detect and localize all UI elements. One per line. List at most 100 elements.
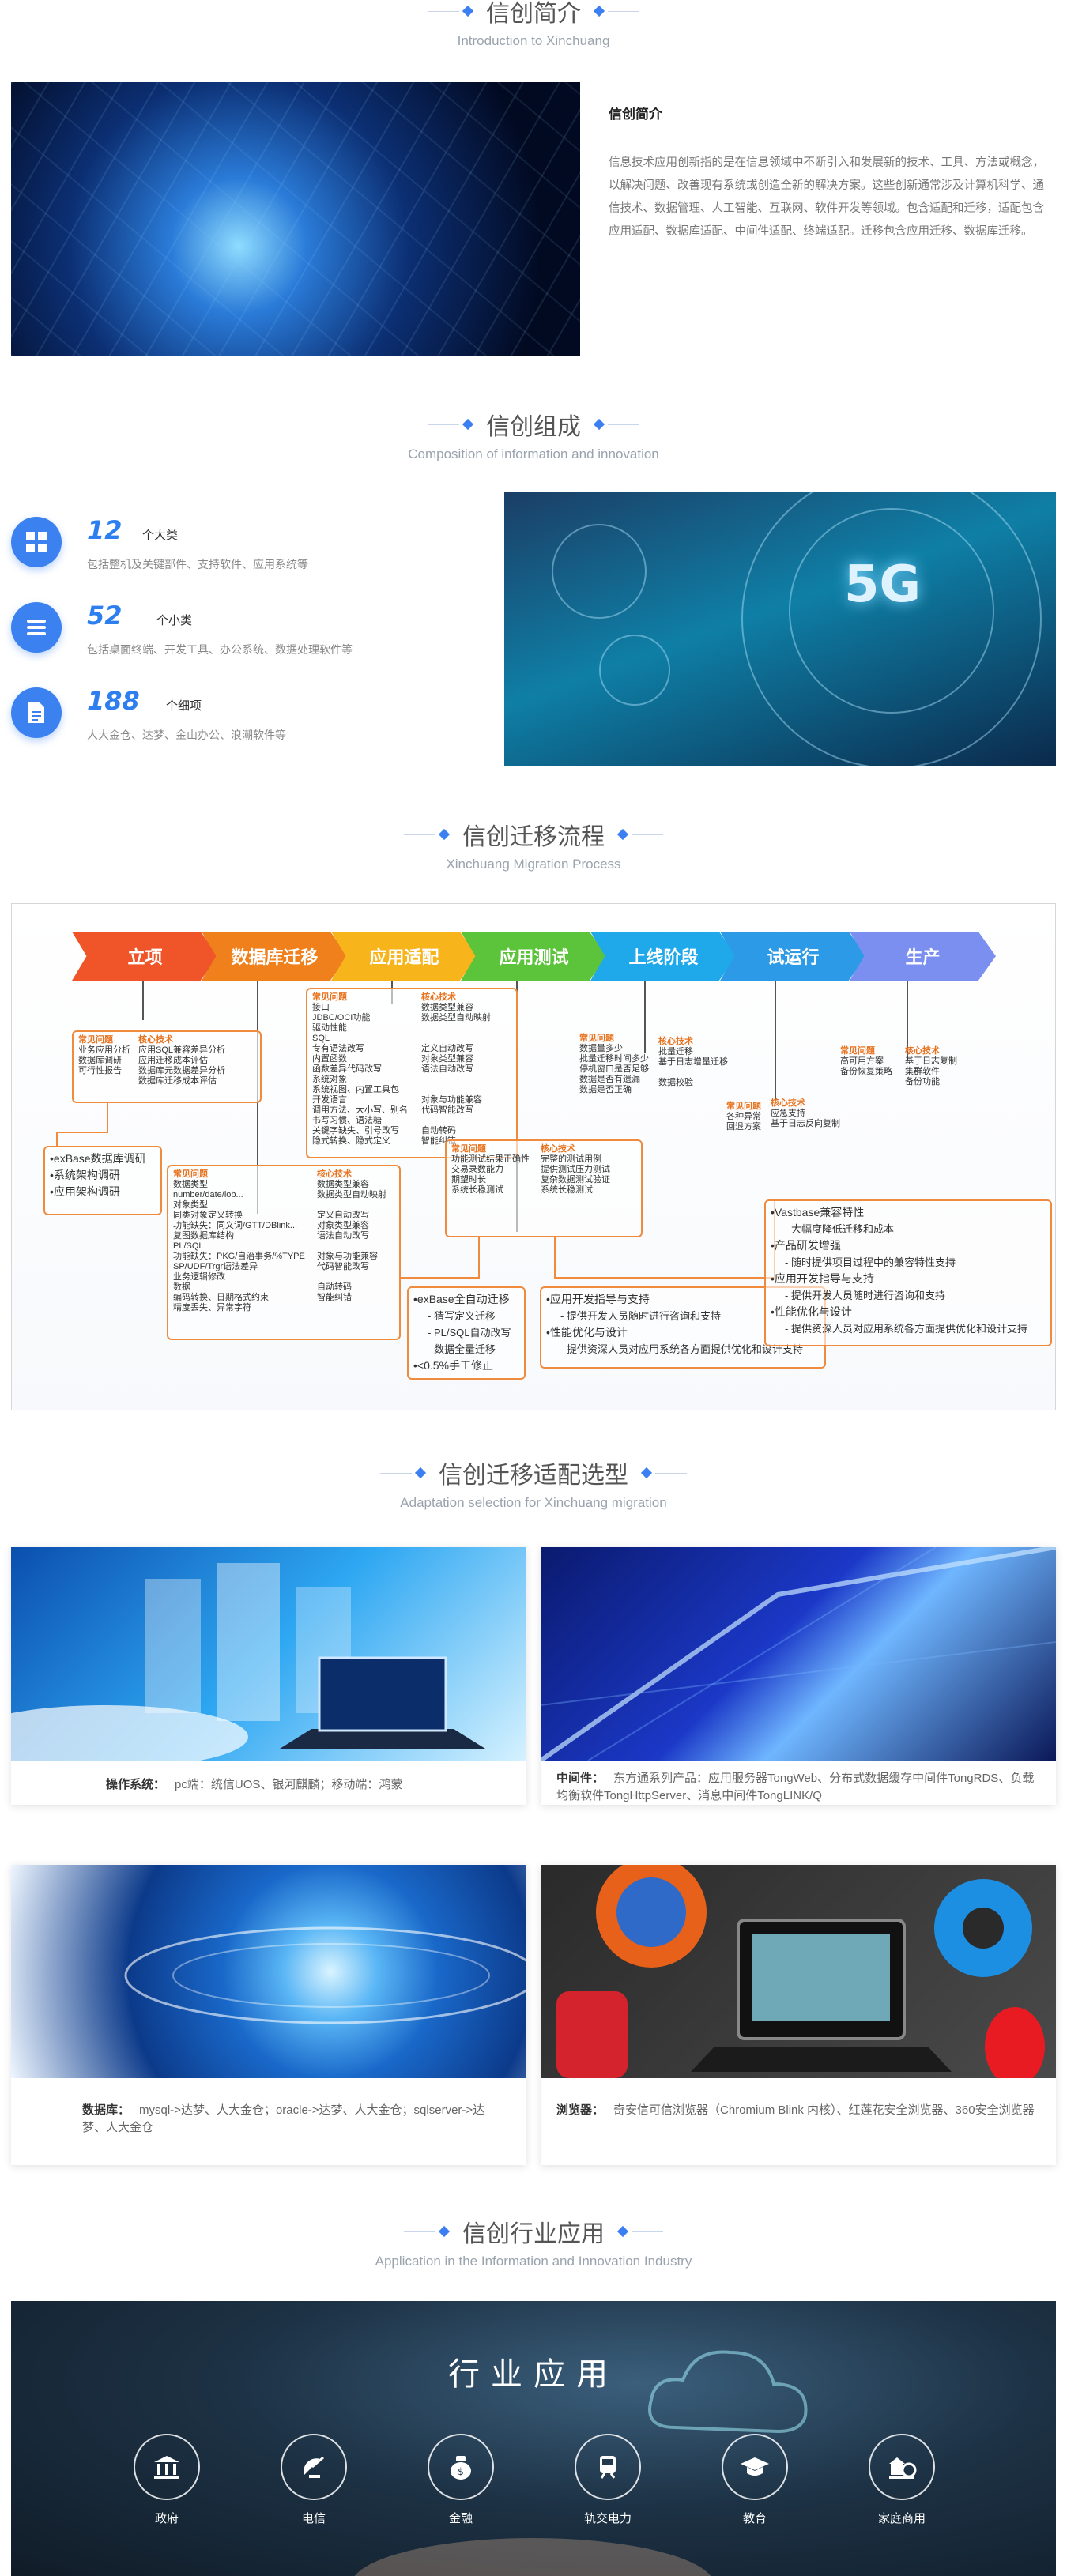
section-title-intro: 信创简介 Introduction to Xinchuang bbox=[0, 0, 1067, 49]
section-title-industry: 信创行业应用 Application in the Information an… bbox=[0, 2214, 1067, 2269]
core-tech-line: 基于日志反向复制 bbox=[771, 1119, 840, 1128]
question-line: 停机窗口是否足够 bbox=[579, 1064, 649, 1074]
process-vastbase-box: •Vastbase兼容特性 - 大幅度降低迁移和成本 •产品研发增强 - 随时提… bbox=[764, 1199, 1052, 1346]
core-tech-line: 自动转码 bbox=[317, 1282, 352, 1292]
question-line: 函数差异代码改写 bbox=[312, 1064, 382, 1074]
question-line: 可行性报告 bbox=[78, 1066, 122, 1075]
core-tech-line: 定义自动改写 bbox=[317, 1211, 369, 1220]
section-title-zh: 信创行业应用 bbox=[462, 2221, 605, 2247]
question-line: 系统视图、内置工具包 bbox=[312, 1085, 399, 1094]
vastbase-item: •应用开发指导与支持 bbox=[771, 1272, 874, 1285]
selection-card-browser: 浏览器：奇安信可信浏览器（Chromium Blink 内核）、红莲花安全浏览器… bbox=[541, 1865, 1056, 2165]
vastbase-item: - 随时提供项目过程中的兼容特性支持 bbox=[785, 1256, 956, 1268]
question-line: 书写习惯、语法糖 bbox=[312, 1116, 382, 1125]
section-title-en: Composition of information and innovatio… bbox=[408, 446, 659, 461]
selection-value: pc端：统信UOS、银河麒麟；移动端：鸿蒙 bbox=[175, 1778, 403, 1791]
industry-item-education[interactable]: 教育 bbox=[715, 2434, 794, 2526]
support-item: - 提供资深人员对应用系统各方面提供优化和设计支持 bbox=[560, 1343, 803, 1355]
core-tech-line: 完整的测试用例 bbox=[541, 1154, 601, 1164]
question-title: 常见问题 bbox=[726, 1102, 761, 1111]
research-item: •系统架构调研 bbox=[50, 1169, 120, 1181]
industry-title: 行业应用 bbox=[448, 2357, 619, 2392]
question-line: 高可用方案 bbox=[840, 1056, 884, 1066]
exbase-item: - 猜写定义迁移 bbox=[428, 1310, 496, 1322]
intro-heading: 信创简介 bbox=[609, 107, 662, 122]
section-title-zh: 信创迁移适配选型 bbox=[439, 1463, 628, 1489]
selection-value: 东方通系列产品：应用服务器TongWeb、分布式数据缓存中间件TongRDS、负… bbox=[556, 1772, 1035, 1802]
question-line: 系统对象 bbox=[312, 1075, 347, 1084]
core-tech-line: 应用SQL兼容差异分析 bbox=[138, 1045, 226, 1055]
composition-unit: 个细项 bbox=[166, 699, 202, 713]
question-line: 数据是否正确 bbox=[579, 1085, 632, 1094]
composition-number: 12 bbox=[87, 515, 123, 545]
question-line: 专有语法改写 bbox=[312, 1044, 364, 1053]
question-line: 期望时长 bbox=[451, 1175, 486, 1184]
process-research-box: •exBase数据库调研 •系统架构调研 •应用架构调研 bbox=[43, 1146, 162, 1215]
stage-production: 生产 bbox=[850, 932, 996, 981]
composition-item-categories: 12 个大类 包括整机及关键部件、支持软件、应用系统等 bbox=[11, 515, 485, 586]
industry-label: 金融 bbox=[448, 2512, 473, 2525]
migration-process-diagram: 立项 数据库迁移 应用适配 应用测试 上线阶段 试运行 生产 常见问题 业务应用… bbox=[11, 903, 1056, 1410]
industry-banner: 行业应用 政府 电信 $ 金融 轨交电力 教育 家庭商用 bbox=[11, 2301, 1056, 2576]
question-title: 常见问题 bbox=[840, 1046, 875, 1056]
industry-item-finance[interactable]: $ 金融 bbox=[421, 2434, 500, 2526]
question-line: 各种异常 bbox=[726, 1112, 761, 1121]
core-tech-line: 定义自动改写 bbox=[421, 1044, 473, 1053]
stage-app-adaptation: 应用适配 bbox=[331, 932, 477, 981]
question-line: JDBC/OCI功能 bbox=[312, 1013, 371, 1022]
core-tech-line: 基于日志复制 bbox=[905, 1056, 957, 1066]
industry-label: 教育 bbox=[742, 2512, 767, 2525]
vastbase-item: •性能优化与设计 bbox=[771, 1305, 852, 1318]
industry-item-telecom[interactable]: 电信 bbox=[274, 2434, 353, 2526]
composition-desc: 包括桌面终端、开发工具、办公系统、数据处理软件等 bbox=[87, 643, 353, 656]
section-title-zh: 信创组成 bbox=[486, 414, 581, 440]
core-tech-line: 集群软件 bbox=[905, 1067, 940, 1076]
selection-text-browser: 浏览器：奇安信可信浏览器（Chromium Blink 内核）、红莲花安全浏览器… bbox=[556, 2102, 1040, 2119]
vastbase-item: •Vastbase兼容特性 bbox=[771, 1206, 865, 1218]
question-line: 接口 bbox=[312, 1003, 330, 1012]
core-tech-line: 数据类型自动映射 bbox=[421, 1013, 491, 1022]
research-item: •应用架构调研 bbox=[50, 1185, 120, 1198]
question-line: SQL bbox=[312, 1034, 330, 1043]
question-line: 调用方法、大小写、别名 bbox=[312, 1105, 408, 1115]
industry-item-government[interactable]: 政府 bbox=[127, 2434, 206, 2526]
government-icon bbox=[134, 2434, 200, 2500]
core-tech-line: 语法自动改写 bbox=[421, 1064, 473, 1074]
question-line: 功能缺失：PKG/自治事务/%TYPE bbox=[173, 1252, 305, 1261]
process-lixiang-box: 常见问题 业务应用分析 数据库调研 可行性报告 核心技术 应用SQL兼容差异分析… bbox=[72, 1030, 262, 1103]
document-icon bbox=[11, 687, 62, 738]
selection-value: mysql->达梦、人大金仓；oracle->达梦、人大金仓；sqlserver… bbox=[82, 2103, 485, 2134]
intro-body: 信息技术应用创新指的是在信息领域中不断引入和发展新的技术、工具、方法或概念，以解… bbox=[609, 156, 1044, 238]
core-tech-line: 数据类型兼容 bbox=[421, 1003, 473, 1012]
composition-number: 52 bbox=[87, 601, 123, 631]
data-stream-image bbox=[541, 1547, 1056, 1761]
question-line: 数据是否有遗漏 bbox=[579, 1075, 640, 1084]
vastbase-item: - 提供资深人员对应用系统各方面提供优化和设计支持 bbox=[785, 1323, 1027, 1335]
selection-text-database: 数据库：mysql->达梦、人大金仓；oracle->达梦、人大金仓；sqlse… bbox=[82, 2102, 493, 2137]
vastbase-item: - 提供开发人员随时进行咨询和支持 bbox=[785, 1290, 945, 1301]
composition-desc: 包括整机及关键部件、支持软件、应用系统等 bbox=[87, 558, 308, 571]
section-title-zh: 信创迁移流程 bbox=[462, 824, 605, 850]
section-title-en: Adaptation selection for Xinchuang migra… bbox=[400, 1495, 667, 1510]
exbase-item: •<0.5%手工修正 bbox=[413, 1359, 493, 1372]
question-line: 交易录数能力 bbox=[451, 1165, 503, 1174]
industry-label: 政府 bbox=[154, 2512, 179, 2525]
question-line: 精度丢失、异常字符 bbox=[173, 1303, 251, 1312]
industry-item-rail-power[interactable]: 轨交电力 bbox=[568, 2434, 647, 2526]
core-tech-line: 对象类型兼容 bbox=[421, 1054, 473, 1064]
core-tech-line: 基于日志增量迁移 bbox=[658, 1057, 728, 1067]
core-tech-title: 核心技术 bbox=[138, 1035, 173, 1045]
tech-globe-image bbox=[11, 1865, 526, 2078]
process-dbmig-box: 常见问题 数据类型 number/date/lob... 对象类型 同类对象定义… bbox=[167, 1165, 401, 1340]
question-title: 常见问题 bbox=[173, 1169, 208, 1179]
industry-label: 电信 bbox=[301, 2512, 326, 2525]
cloud-server-image bbox=[11, 1547, 526, 1761]
industry-item-home-business[interactable]: 家庭商用 bbox=[862, 2434, 941, 2526]
core-tech-line: 数据校验 bbox=[658, 1078, 693, 1087]
process-production-notes: 常见问题 高可用方案 备份恢复策略 核心技术 基于日志复制 集群软件 备份功能 bbox=[840, 1046, 957, 1087]
section-title-process: 信创迁移流程 Xinchuang Migration Process bbox=[0, 817, 1067, 872]
graduation-cap-icon bbox=[722, 2434, 788, 2500]
core-tech-line: 代码智能改写 bbox=[421, 1105, 473, 1115]
globe-network-image bbox=[11, 82, 580, 356]
exbase-item: - PL/SQL自动改写 bbox=[428, 1327, 511, 1339]
